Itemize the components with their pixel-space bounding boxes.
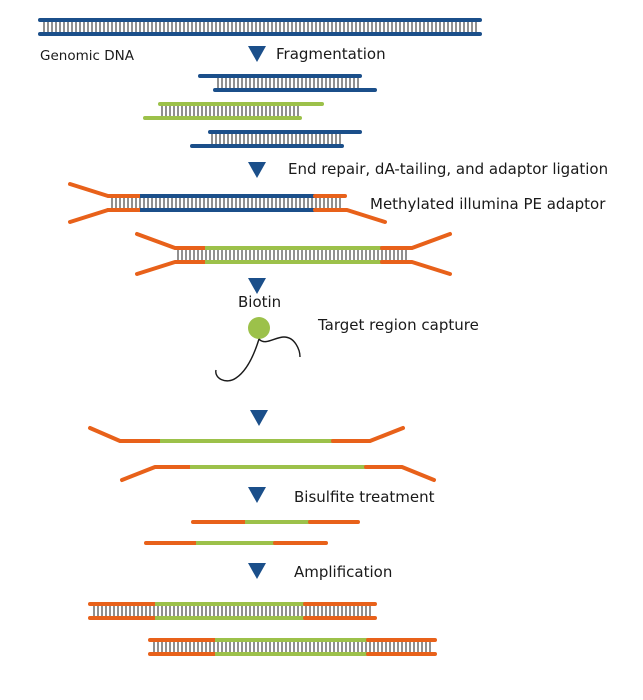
capture-probe-strand bbox=[215, 336, 301, 382]
bisulfite-label: Bisulfite treatment bbox=[294, 488, 435, 506]
fragmentation-label: Fragmentation bbox=[276, 45, 386, 63]
captured-strand-1 bbox=[88, 426, 405, 443]
fragment-green bbox=[143, 102, 324, 120]
target-capture-label: Target region capture bbox=[317, 316, 479, 334]
fragment-blue-1 bbox=[198, 74, 377, 92]
genomic-dna-duplex bbox=[38, 18, 482, 36]
ligated-fragment-green bbox=[135, 232, 452, 276]
amplified-duplex-1 bbox=[88, 602, 377, 620]
genomic-dna-rungs bbox=[43, 22, 477, 32]
down-triangle-icon bbox=[248, 46, 266, 62]
captured-strand-2 bbox=[120, 465, 436, 482]
biotin-label: Biotin bbox=[238, 293, 281, 311]
ligated-fragment-blue bbox=[68, 182, 387, 224]
end-repair-label: End repair, dA-tailing, and adaptor liga… bbox=[288, 160, 608, 178]
methylated-adaptor-label: Methylated illumina PE adaptor bbox=[370, 195, 606, 213]
biotin-bead-icon bbox=[248, 317, 270, 339]
fragment-blue-2 bbox=[190, 130, 362, 148]
down-triangle-icon bbox=[248, 278, 266, 294]
amplified-duplex-2 bbox=[148, 638, 437, 656]
genomic-dna-label: Genomic DNA bbox=[40, 48, 135, 64]
down-triangle-icon bbox=[248, 487, 266, 503]
amplification-label: Amplification bbox=[294, 563, 392, 581]
down-triangle-icon bbox=[248, 162, 266, 178]
down-triangle-icon bbox=[248, 563, 266, 579]
down-triangle-icon bbox=[250, 410, 268, 426]
